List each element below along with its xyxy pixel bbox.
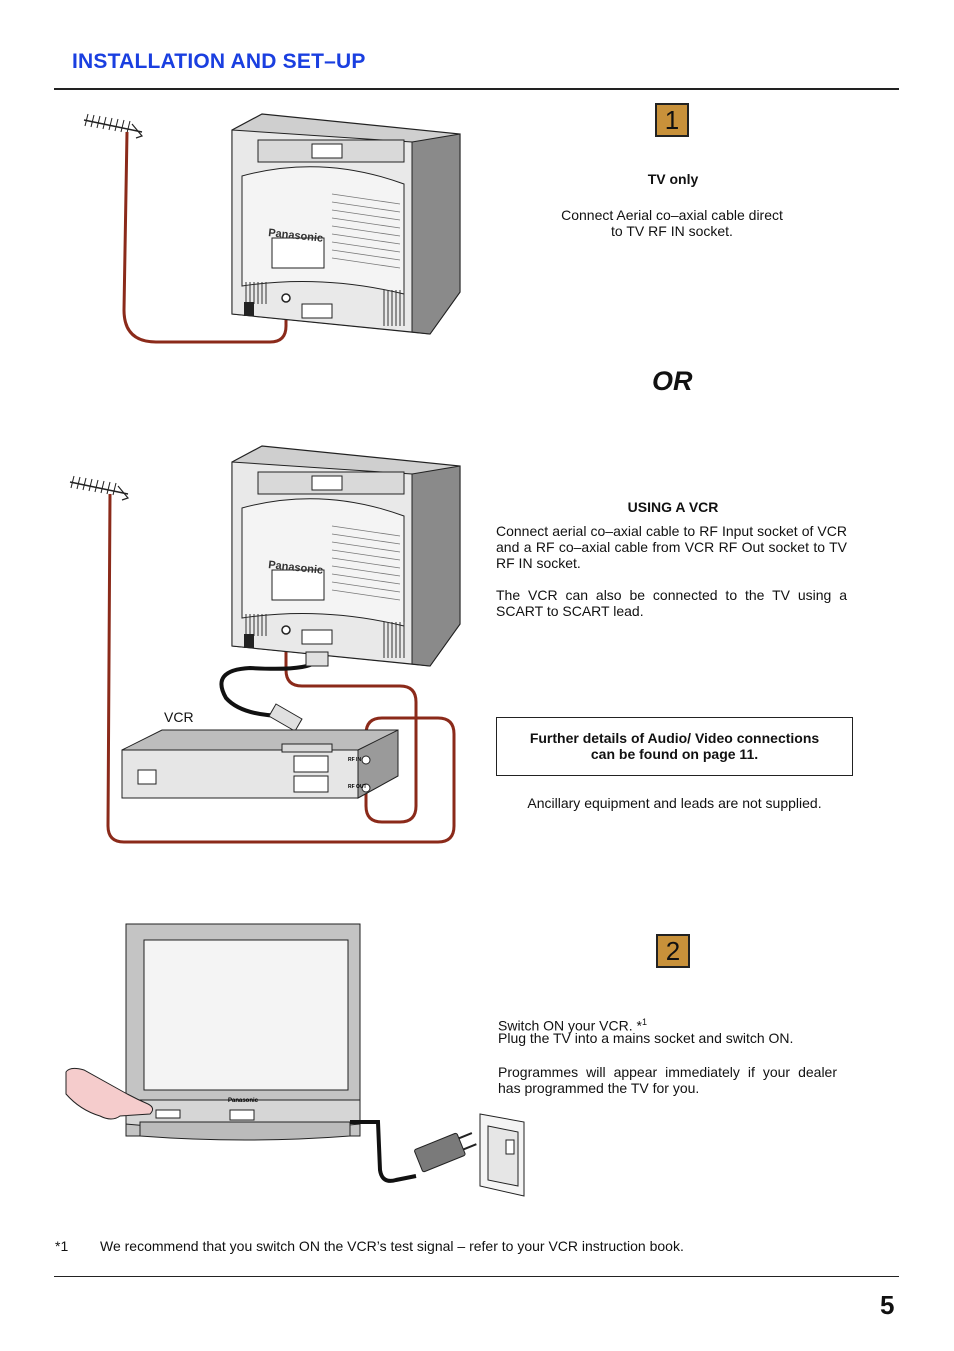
- scart-lead: [219, 655, 320, 718]
- mains-plug: [414, 1132, 477, 1173]
- svg-text:Panasonic: Panasonic: [268, 559, 324, 577]
- ancillary-note: Ancillary equipment and leads are not su…: [527, 795, 822, 811]
- av-note-box: Further details of Audio/ Video connecti…: [496, 717, 853, 776]
- using-vcr-heading: USING A VCR: [627, 499, 719, 515]
- step2-line1: Switch ON your VCR. *1: [498, 1017, 647, 1034]
- tv-front: Panasonic: [125, 923, 361, 1141]
- svg-text:Panasonic: Panasonic: [228, 1098, 259, 1104]
- aerial-cable-2: [106, 493, 456, 844]
- footnote-marker: *1: [55, 1238, 69, 1254]
- svg-text:RF OUT: RF OUT: [348, 784, 367, 790]
- page-title: INSTALLATION AND SET–UP: [72, 50, 366, 73]
- vcr-device: RF IN RF OUT: [121, 729, 399, 799]
- scart-plug: [268, 703, 303, 732]
- footer-rule: [54, 1276, 899, 1277]
- vcr-label: VCR: [164, 709, 194, 725]
- tv-only-heading: TV only: [647, 171, 699, 187]
- step-2-badge: 2: [656, 934, 690, 968]
- header-rule: [54, 88, 899, 90]
- av-note-line2: can be found on page 11.: [590, 746, 759, 762]
- tv-back-1: Panasonic: [231, 113, 461, 335]
- svg-text:RF IN: RF IN: [348, 757, 361, 763]
- tv-only-text-line1: Connect Aerial co–axial cable direct: [561, 207, 783, 223]
- page-number: 5: [880, 1290, 895, 1320]
- using-vcr-para1: Connect aerial co–axial cable to RF Inpu…: [496, 523, 847, 571]
- step2-para2: Programmes will appear immediately if yo…: [498, 1064, 837, 1096]
- rf-out-cable: [284, 632, 418, 824]
- mains-lead: [350, 1120, 417, 1183]
- step2-line2: Plug the TV into a mains socket and swit…: [498, 1030, 794, 1046]
- wall-socket: [479, 1113, 525, 1197]
- aerial-icon-2: [69, 475, 130, 501]
- tv-back-2: Panasonic: [231, 445, 461, 667]
- av-note-line1: Further details of Audio/ Video connecti…: [529, 730, 820, 746]
- using-vcr-para2: The VCR can also be connected to the TV …: [496, 587, 847, 619]
- aerial-icon: [83, 113, 144, 139]
- aerial-cable: [122, 131, 288, 344]
- hand-icon: [65, 1067, 154, 1120]
- svg-text:Panasonic: Panasonic: [268, 227, 324, 245]
- step-1-badge: 1: [655, 103, 689, 137]
- footnote-text: We recommend that you switch ON the VCR’…: [100, 1238, 684, 1254]
- or-label: OR: [652, 366, 693, 396]
- tv-only-text-line2: to TV RF IN socket.: [611, 223, 733, 239]
